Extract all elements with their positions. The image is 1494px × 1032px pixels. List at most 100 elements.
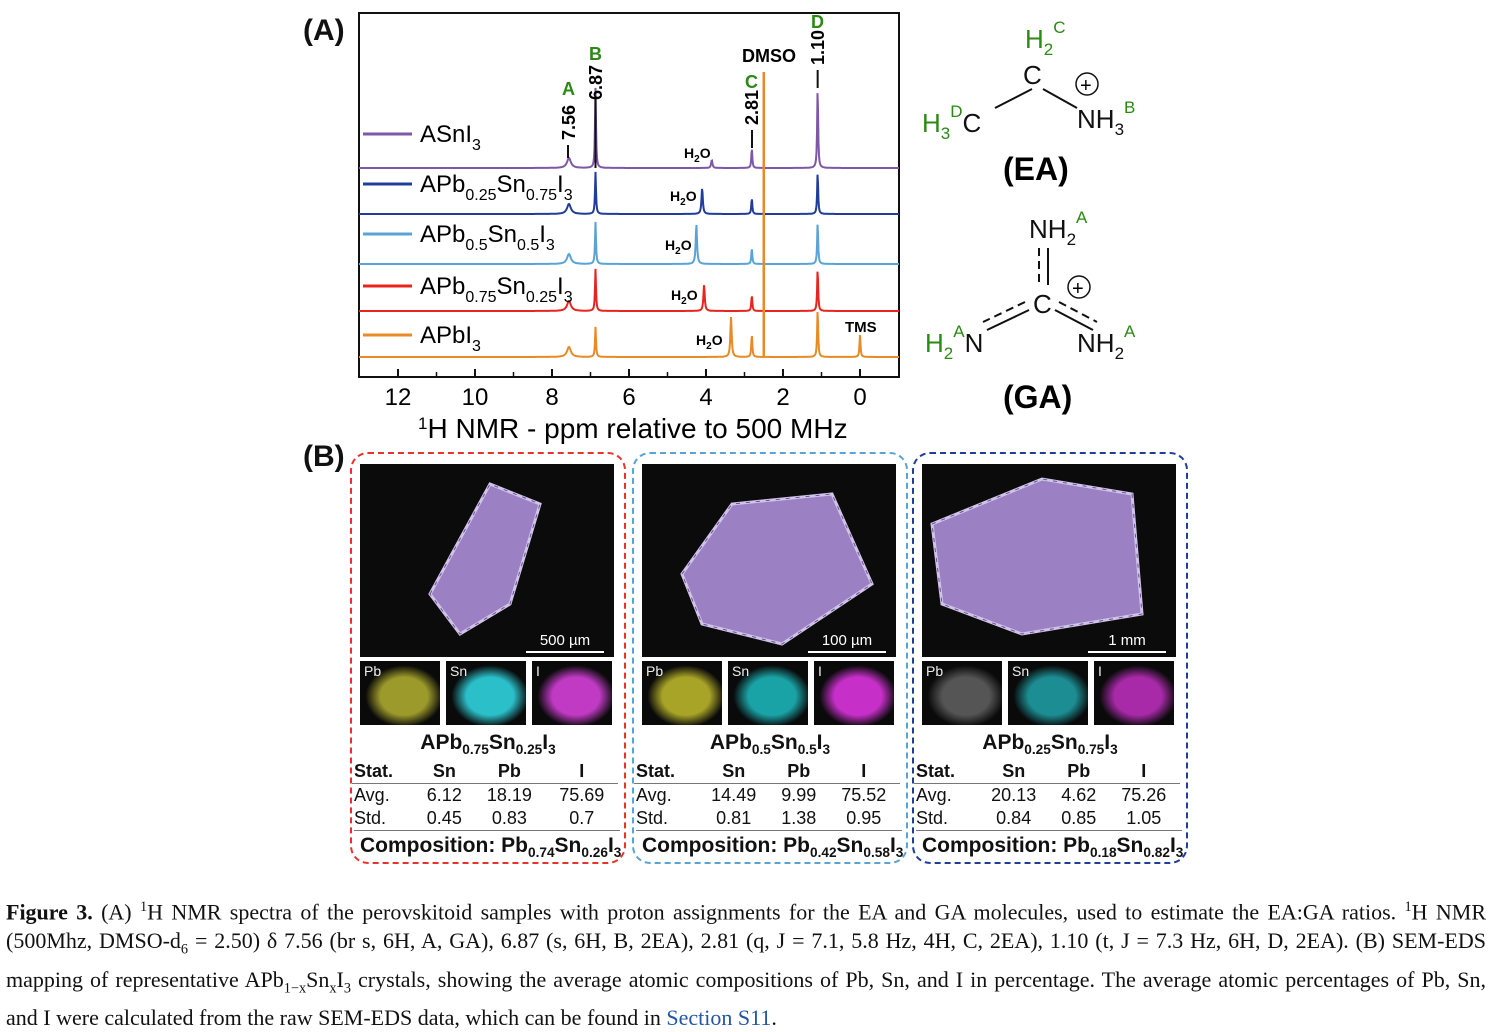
table-cell: Std. — [354, 808, 387, 828]
ga-plus: + — [1072, 278, 1084, 300]
legend: ASnI3APb0.25Sn0.75I3APb0.5Sn0.5I3APb0.75… — [363, 121, 573, 355]
sem-panel-2 — [632, 452, 908, 864]
table-header-cell: Stat. — [914, 760, 978, 784]
eds-map-label: I — [818, 663, 822, 679]
table-header-cell: I — [545, 760, 618, 784]
eds-map-i: I — [1094, 661, 1174, 725]
legend-label: APb0.5Sn0.5I3 — [420, 221, 555, 254]
crystal-shape — [930, 477, 1144, 636]
sample-title: APb0.5Sn0.5I3 — [709, 731, 831, 758]
sem-image — [922, 464, 1176, 657]
figure-caption: Figure 3. (A) 1H NMR spectra of the pero… — [6, 899, 1486, 1031]
x-tick-label: 2 — [776, 384, 789, 411]
h2o-label: H2O — [671, 287, 698, 307]
ga-nh2-top: NH2A — [1029, 208, 1088, 249]
table-cell: 0.81 — [716, 808, 752, 828]
h2o-label: H2O — [696, 332, 723, 352]
eds-map-pb: Pb — [922, 661, 1002, 725]
x-tick-label: 12 — [385, 384, 412, 411]
peak-letter-c: C — [745, 72, 758, 92]
composition-label: Composition: Pb0.42Sn0.58I3 — [642, 834, 904, 861]
eds-map-sn: Sn — [728, 661, 808, 725]
eds-map-label: Sn — [450, 663, 468, 679]
table-header-cell: Pb — [769, 760, 828, 784]
x-tick-label: 4 — [699, 384, 712, 411]
eds-map-i: I — [814, 661, 894, 725]
crystal-shape — [680, 492, 874, 646]
x-tick-label: 6 — [622, 384, 635, 411]
eds-map-pb: Pb — [360, 661, 440, 725]
composition-label: Composition: Pb0.18Sn0.82I3 — [922, 834, 1184, 861]
table-cell: Std. — [636, 808, 669, 828]
eds-map-sn: Sn — [1008, 661, 1088, 725]
panel-a-label: (A) — [303, 14, 345, 47]
table-cell: Std. — [916, 808, 949, 828]
scale-bar-label: 100 µm — [821, 632, 873, 649]
table-cell: 75.52 — [841, 785, 887, 805]
table-cell: 75.69 — [559, 785, 605, 805]
table-cell: 9.99 — [781, 785, 817, 805]
scale-bar: 500 µm — [526, 632, 604, 653]
h2o-label: H2O — [670, 188, 697, 208]
sem-image — [360, 464, 614, 657]
table-cell: 0.83 — [491, 808, 527, 828]
peak-281: 2.81 — [742, 90, 762, 125]
table-cell: 18.19 — [486, 785, 532, 805]
scale-bar: 100 µm — [808, 632, 886, 653]
eds-map-label: Pb — [364, 663, 382, 679]
peak-labels: A 7.56 B 6.87 C 2.81 DMSO D 1.10 TMS — [559, 12, 877, 336]
peak-letter-a: A — [562, 79, 575, 99]
table-header-cell: I — [1107, 760, 1180, 784]
crystal-shape — [428, 482, 542, 636]
sem-panel-1 — [350, 452, 626, 864]
table-cell: 75.26 — [1121, 785, 1167, 805]
ea-h3dc: H3DC — [922, 102, 981, 143]
legend-label: APbI3 — [420, 322, 481, 355]
section-s11-link[interactable]: Section S11 — [666, 1005, 772, 1031]
table-header-cell: I — [827, 760, 900, 784]
table-cell: 0.45 — [426, 808, 462, 828]
ea-h2c: H2C — [1025, 18, 1066, 59]
ea-nh3: NH3B — [1077, 98, 1135, 139]
table-header-cell: Stat. — [352, 760, 416, 784]
scale-bar: 1 mm — [1088, 632, 1166, 653]
x-tick-label: 10 — [462, 384, 489, 411]
scale-bar-label: 500 µm — [539, 632, 591, 649]
peak-687: 6.87 — [586, 65, 606, 100]
table-cell: 1.05 — [1126, 808, 1162, 828]
ga-nh2-left: H2AN — [925, 322, 983, 363]
table-header-cell: Pb — [473, 760, 546, 784]
dmso-label: DMSO — [742, 46, 796, 66]
table-cell: 4.62 — [1061, 785, 1097, 805]
ea-plus: + — [1080, 75, 1092, 97]
h2o-label: H2O — [684, 145, 711, 165]
crystal-texture — [931, 478, 1143, 635]
eds-map-label: Sn — [732, 663, 750, 679]
table-cell: 0.85 — [1061, 808, 1097, 828]
table-header-cell: Pb — [1049, 760, 1108, 784]
tms-label: TMS — [845, 319, 877, 336]
sem-image — [642, 464, 896, 657]
ga-molecule: NH2A C + H2AN NH2A (GA) — [925, 208, 1136, 415]
ga-name: (GA) — [1003, 379, 1072, 415]
ea-name: (EA) — [1003, 151, 1069, 187]
table-cell: 0.7 — [569, 808, 595, 828]
spectrum-trace — [359, 221, 899, 265]
ga-c: C — [1033, 289, 1052, 319]
panel-b-label: (B) — [303, 440, 345, 473]
x-axis-label: 1H NMR - ppm relative to 500 MHz — [418, 413, 848, 444]
eds-map-i: I — [532, 661, 612, 725]
eds-map-label: Pb — [646, 663, 664, 679]
